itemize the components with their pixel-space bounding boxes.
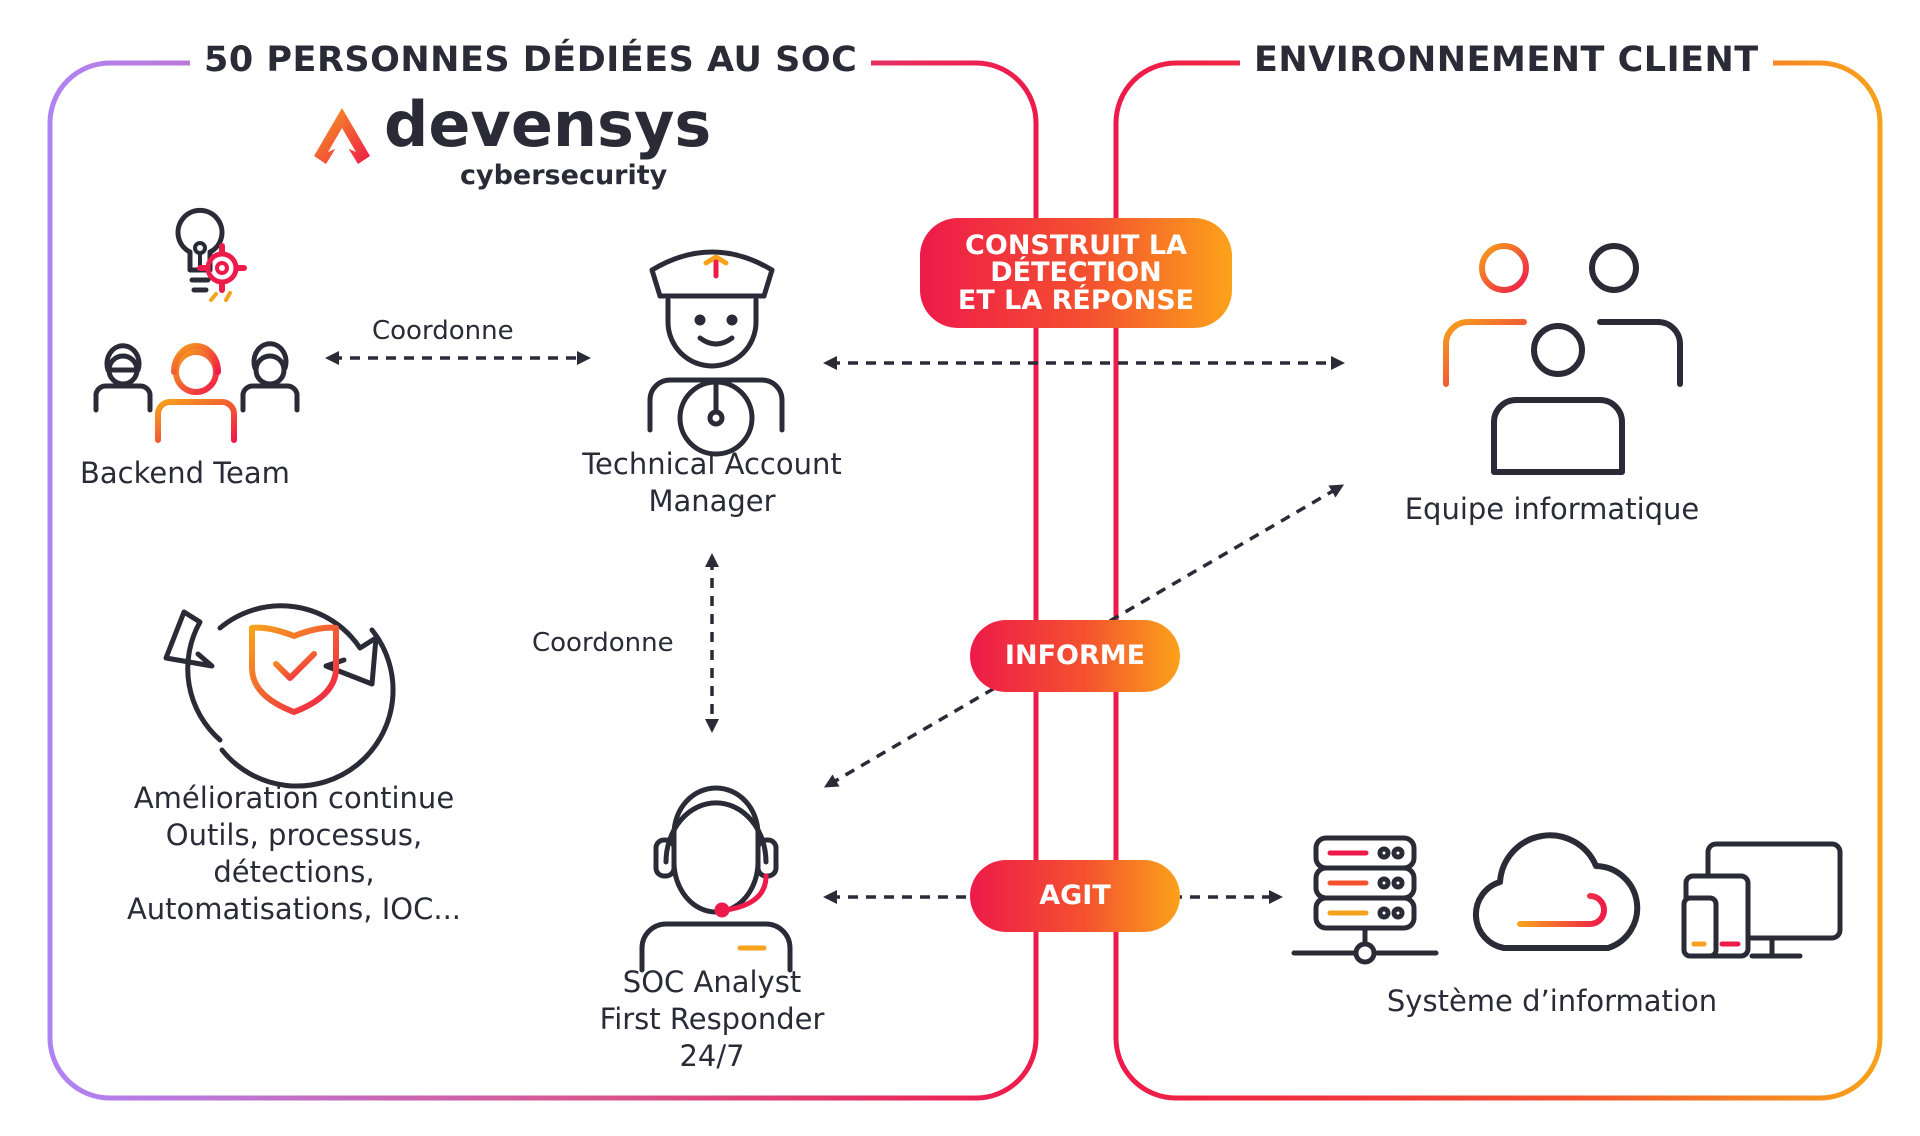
pill-informe-text: INFORME [1004,640,1146,672]
pill-informe: INFORME [970,620,1180,692]
improvement-line-2: Outils, processus, [165,818,423,852]
logo-wordmark: devensys [384,88,712,161]
tam-label-line-2: Manager [648,484,776,518]
headset-operator-icon [639,785,793,973]
soc-label-line-2: First Responder [599,1002,825,1036]
devices-icon [1681,841,1843,959]
captain-at-wheel-icon [647,249,785,457]
improvement-line-1: Amélioration continue [133,781,455,815]
pill-construit-line-3: ET LA RÉPONSE [957,284,1195,316]
server-icon [1291,835,1439,965]
soc-label-line-1: SOC Analyst [622,965,802,999]
tam-label: Technical Account Manager [560,446,864,520]
tam-label-line-1: Technical Account [582,447,842,481]
soc-label-line-3: 24/7 [679,1039,745,1073]
it-team-label: Equipe informatique [1404,492,1700,526]
edge-label-coordonne-horizontal: Coordonne [372,316,514,346]
left-panel-title: 50 PERSONNES DÉDIÉES AU SOC [190,40,872,80]
right-panel-frame [1113,60,1883,1101]
improvement-line-3: détections, [213,855,375,889]
pill-agit-text: AGIT [1039,880,1111,912]
pill-construit-line-1: CONSTRUIT LA [965,229,1187,261]
backend-team-label: Backend Team [80,456,290,490]
pill-construit: CONSTRUIT LA DÉTECTION ET LA RÉPONSE [920,218,1232,328]
improvement-line-4: Automatisations, IOC... [126,892,462,926]
pill-agit: AGIT [970,860,1180,932]
edge-label-coordonne-vertical: Coordonne [532,628,674,658]
improvement-label: Amélioration continue Outils, processus,… [116,780,472,928]
devensys-logo-mark [314,108,370,164]
pill-construit-line-2: DÉTECTION [990,257,1162,289]
left-panel-frame [47,60,1039,1101]
cycle-shield-icon [163,603,396,789]
backend-team-icon [93,207,300,443]
info-system-label: Système d’information [1386,984,1718,1018]
logo-tagline: cybersecurity [460,160,668,191]
soc-analyst-label: SOC Analyst First Responder 24/7 [570,964,854,1075]
people-group-icon [1443,243,1683,475]
right-panel-title: ENVIRONNEMENT CLIENT [1240,40,1773,80]
cloud-icon [1472,832,1641,951]
